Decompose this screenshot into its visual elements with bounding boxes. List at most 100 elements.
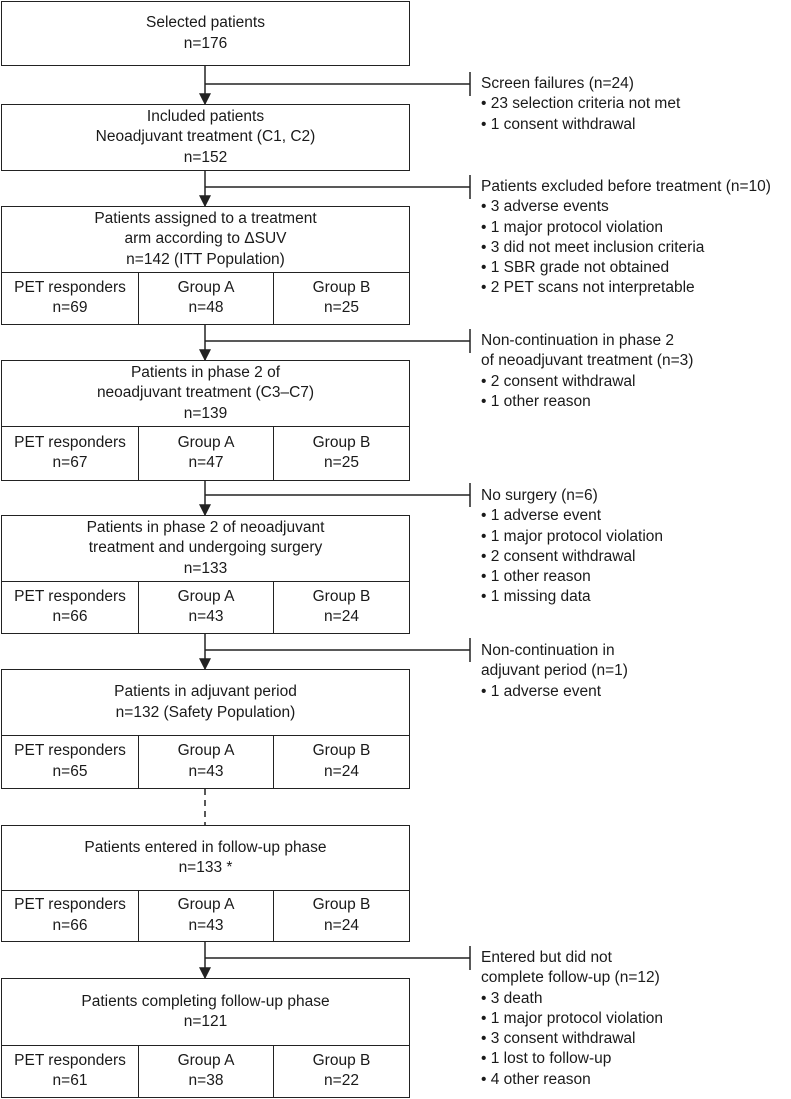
exclusion-line: • 1 adverse event xyxy=(481,682,602,700)
group-count: n=43 xyxy=(188,916,224,934)
exclusion-line: adjuvant period (n=1) xyxy=(481,662,628,680)
stage-line: Included patients xyxy=(146,107,265,125)
group-label: Group B xyxy=(312,896,371,914)
exclusion-line: • 2 consent withdrawal xyxy=(481,372,636,390)
group-count: n=43 xyxy=(188,762,224,780)
exclusion-line: • 3 adverse events xyxy=(481,198,609,216)
exclusion-line: • 3 did not meet inclusion criteria xyxy=(481,238,705,256)
group-label: PET responders xyxy=(14,278,126,296)
stage-assigned: Patients assigned to a treatment arm acc… xyxy=(1,206,410,273)
group-count: n=65 xyxy=(52,762,88,780)
exclusion-line: Non-continuation in xyxy=(481,642,615,659)
stage-line: n=152 xyxy=(183,148,228,166)
stage-included: Included patients Neoadjuvant treatment … xyxy=(1,104,410,171)
stage-adjuvant: Patients in adjuvant period n=132 (Safet… xyxy=(1,669,410,736)
exclusion-line: • 1 major protocol violation xyxy=(481,218,664,236)
group-cell-group-a: Group A n=48 xyxy=(137,271,275,325)
stage-line: Patients in phase 2 of neoadjuvant xyxy=(86,518,325,536)
group-count: n=48 xyxy=(188,299,224,317)
exclusion-line: • 23 selection criteria not met xyxy=(481,95,681,113)
stage-line: n=132 (Safety Population) xyxy=(115,703,296,721)
exclusion-line: • 2 PET scans not interpretable xyxy=(481,279,695,297)
stage-line: n=139 xyxy=(183,404,228,422)
group-count: n=67 xyxy=(52,454,88,472)
stage-selected: Selected patients n=176 xyxy=(1,1,410,66)
stage-surgery: Patients in phase 2 of neoadjuvant treat… xyxy=(1,515,410,582)
group-label: Group A xyxy=(177,278,235,296)
group-label: Group A xyxy=(177,587,235,605)
group-cell-group-a: Group A n=43 xyxy=(137,734,275,789)
group-label: Group A xyxy=(177,896,235,914)
group-cell-pet-responders: PET responders n=69 xyxy=(1,271,139,325)
exclusion-line: • 1 major protocol violation xyxy=(481,1009,664,1027)
exclusion-line: • 1 other reason xyxy=(481,392,591,410)
group-label: PET responders xyxy=(14,742,126,760)
group-label: Group B xyxy=(312,278,371,296)
exclusion-incomplete-followup: Entered but did not complete follow-up (… xyxy=(481,948,663,1090)
group-cell-group-b: Group B n=22 xyxy=(273,1044,410,1098)
stage-line: Patients entered in follow-up phase xyxy=(84,838,327,856)
exclusion-line: Entered but did not xyxy=(481,949,612,966)
group-count: n=24 xyxy=(324,916,359,934)
group-label: Group B xyxy=(312,1051,371,1069)
group-label: Group A xyxy=(177,742,235,760)
group-label: Group B xyxy=(312,587,371,605)
group-label: Group B xyxy=(312,433,371,451)
exclusion-line: Non-continuation in phase 2 xyxy=(481,332,675,349)
stage-line: n=121 xyxy=(183,1013,228,1030)
group-count: n=61 xyxy=(52,1072,88,1090)
exclusion-line: Patients excluded before treatment (n=10… xyxy=(481,178,771,195)
exclusion-screen-failures: Screen failures (n=24) • 23 selection cr… xyxy=(481,74,680,135)
group-count: n=25 xyxy=(324,454,359,472)
group-label: Group A xyxy=(177,433,235,451)
group-count: n=43 xyxy=(188,608,224,626)
group-count: n=47 xyxy=(188,454,224,472)
stage-phase2: Patients in phase 2 of neoadjuvant treat… xyxy=(1,360,410,427)
stage-line: Selected patients xyxy=(146,14,265,31)
exclusion-line: No surgery (n=6) xyxy=(481,487,598,504)
group-cell-group-a: Group A n=43 xyxy=(137,580,275,634)
stage-line: Patients assigned to a treatment xyxy=(94,209,317,227)
exclusion-line: • 1 SBR grade not obtained xyxy=(481,259,670,277)
stage-line: treatment and undergoing surgery xyxy=(88,539,323,557)
group-cell-group-a: Group A n=38 xyxy=(137,1044,275,1098)
group-cell-pet-responders: PET responders n=61 xyxy=(1,1044,139,1098)
exclusion-line: • 1 lost to follow-up xyxy=(481,1050,612,1068)
group-count: n=69 xyxy=(52,299,88,317)
group-label: PET responders xyxy=(14,1051,126,1069)
stage-line: Patients in phase 2 of xyxy=(130,363,281,381)
group-cell-pet-responders: PET responders n=66 xyxy=(1,889,139,942)
exclusion-line: of neoadjuvant treatment (n=3) xyxy=(481,352,694,370)
exclusion-excluded-before-treatment: Patients excluded before treatment (n=10… xyxy=(481,177,771,299)
group-label: Group B xyxy=(312,742,371,760)
stage-completed: Patients completing follow-up phase n=12… xyxy=(1,978,410,1046)
stage-line: Patients completing follow-up phase xyxy=(81,992,330,1010)
group-label: PET responders xyxy=(14,587,126,605)
group-cell-pet-responders: PET responders n=66 xyxy=(1,580,139,634)
group-count: n=66 xyxy=(52,608,88,626)
stage-line: n=133 xyxy=(183,559,228,577)
group-count: n=66 xyxy=(52,916,88,934)
group-cell-group-b: Group B n=24 xyxy=(273,889,410,942)
stage-line: n=142 (ITT Population) xyxy=(126,250,285,268)
group-label: Group A xyxy=(177,1051,235,1069)
group-cell-group-b: Group B n=25 xyxy=(273,425,410,481)
group-label: PET responders xyxy=(14,433,126,451)
exclusion-line: complete follow-up (n=12) xyxy=(481,969,660,987)
exclusion-line: Screen failures (n=24) xyxy=(481,75,634,92)
exclusion-line: • 3 consent withdrawal xyxy=(481,1030,636,1048)
exclusion-line: • 4 other reason xyxy=(481,1070,591,1088)
group-count: n=22 xyxy=(324,1072,359,1090)
stage-line: n=133 * xyxy=(178,859,233,876)
exclusion-line: • 1 consent withdrawal xyxy=(481,115,636,133)
exclusion-line: • 3 death xyxy=(481,989,543,1007)
stage-line: n=176 xyxy=(183,34,228,52)
exclusion-line: • 1 major protocol violation xyxy=(481,527,664,545)
exclusion-line: • 2 consent withdrawal xyxy=(481,547,636,565)
group-label: PET responders xyxy=(14,896,126,914)
group-cell-pet-responders: PET responders n=67 xyxy=(1,425,139,481)
stage-line: Patients in adjuvant period xyxy=(114,683,297,700)
exclusion-line: • 1 other reason xyxy=(481,568,591,586)
group-cell-group-b: Group B n=24 xyxy=(273,734,410,789)
